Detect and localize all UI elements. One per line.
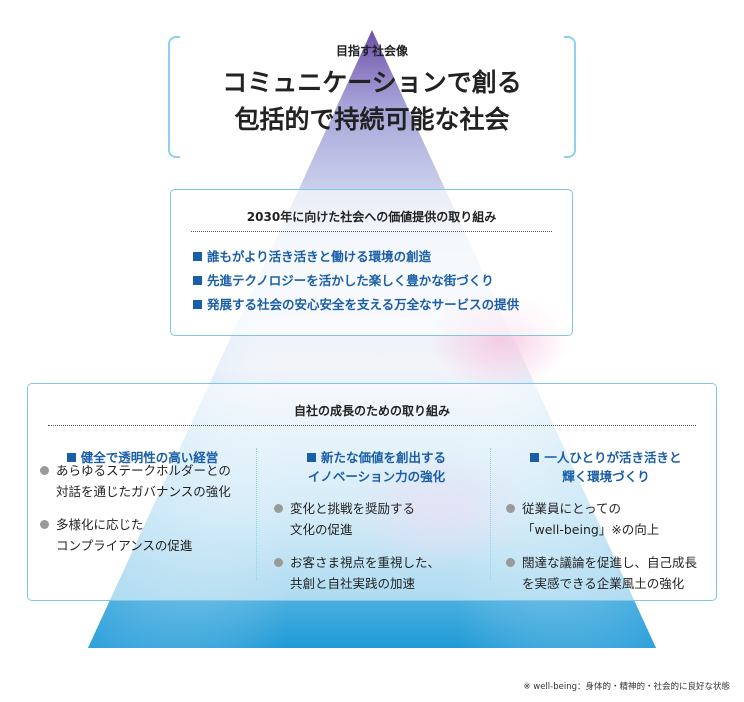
column-heading: 新たな価値を創出する イノベーション力の強化: [306, 450, 446, 484]
growth-column-environment: 一人ひとりが活き活きと 輝く環境づくり 従業員にとっての 「well-being…: [506, 448, 706, 606]
growth-title: 自社の成長のための取り組み: [293, 404, 450, 418]
square-bullet-icon: [193, 276, 202, 285]
list-item: 変化と挑戦を奨励する 文化の促進: [274, 498, 479, 540]
vision-title-line2: 包括的で持続可能な社会: [234, 105, 510, 134]
initiatives-2030-list: 誰もがより活き活きと働ける環境の創造 先進テクノロジーを活かした楽しく豊かな街づ…: [193, 248, 519, 320]
list-item: お客さま視点を重視した、 共創と自社実践の加速: [274, 552, 479, 594]
dotted-divider: [48, 425, 696, 426]
column-heading: 一人ひとりが活き活きと 輝く環境づくり: [506, 448, 706, 486]
column-heading: 健全で透明性の高い経営: [40, 448, 245, 467]
initiatives-2030-box: 2030年に向けた社会への価値提供の取り組み 誰もがより活き活きと働ける環境の創…: [170, 189, 573, 336]
growth-box: 自社の成長のための取り組み 健全で透明性の高い経営 あらゆるステークホルダーとの…: [27, 383, 717, 601]
circle-bullet-icon: [274, 558, 283, 567]
footnote: ※ well-being：身体的・精神的・社会的に良好な状態: [523, 682, 730, 692]
list-item: 闊達な議論を促進し、自己成長 を実感できる企業風土の強化: [506, 552, 706, 594]
column-divider: [490, 448, 491, 580]
left-bracket: [168, 36, 180, 158]
circle-bullet-icon: [506, 558, 515, 567]
square-bullet-icon: [193, 300, 202, 309]
square-bullet-icon: [530, 453, 540, 462]
initiatives-2030-title: 2030年に向けた社会への価値提供の取り組み: [246, 210, 497, 224]
initiative-item: 発展する社会の安心安全を支える万全なサービスの提供: [193, 296, 519, 320]
vision-title: コミュニケーションで創る 包括的で持続可能な社会: [168, 64, 576, 138]
circle-bullet-icon: [274, 504, 283, 513]
column-list: 変化と挑戦を奨励する 文化の促進 お客さま視点を重視した、 共創と自社実践の加速: [274, 498, 479, 594]
circle-bullet-icon: [40, 520, 49, 529]
square-bullet-icon: [306, 453, 316, 462]
column-list: 従業員にとっての 「well-being」※の向上 闊達な議論を促進し、自己成長…: [506, 498, 706, 594]
list-item: あらゆるステークホルダーとの 対話を通じたガバナンスの強化: [40, 460, 245, 502]
vision-section: 目指す社会像 コミュニケーションで創る 包括的で持続可能な社会: [168, 36, 576, 158]
dotted-divider: [191, 231, 552, 232]
column-list: あらゆるステークホルダーとの 対話を通じたガバナンスの強化 多様化に応じた コン…: [40, 460, 245, 556]
growth-column-innovation: 新たな価値を創出する イノベーション力の強化 変化と挑戦を奨励する 文化の促進 …: [274, 448, 479, 606]
circle-bullet-icon: [506, 504, 515, 513]
growth-column-governance: 健全で透明性の高い経営 あらゆるステークホルダーとの 対話を通じたガバナンスの強…: [40, 448, 245, 568]
initiative-item: 誰もがより活き活きと働ける環境の創造: [193, 248, 519, 272]
initiative-item: 先進テクノロジーを活かした楽しく豊かな街づくり: [193, 272, 519, 296]
vision-title-line1: コミュニケーションで創る: [222, 68, 522, 97]
circle-bullet-icon: [40, 466, 49, 475]
right-bracket: [564, 36, 576, 158]
square-bullet-icon: [193, 252, 202, 261]
square-bullet-icon: [66, 453, 76, 462]
column-divider: [256, 448, 257, 580]
list-item: 従業員にとっての 「well-being」※の向上: [506, 498, 706, 540]
vision-caption: 目指す社会像: [335, 44, 408, 58]
list-item: 多様化に応じた コンプライアンスの促進: [40, 514, 245, 556]
